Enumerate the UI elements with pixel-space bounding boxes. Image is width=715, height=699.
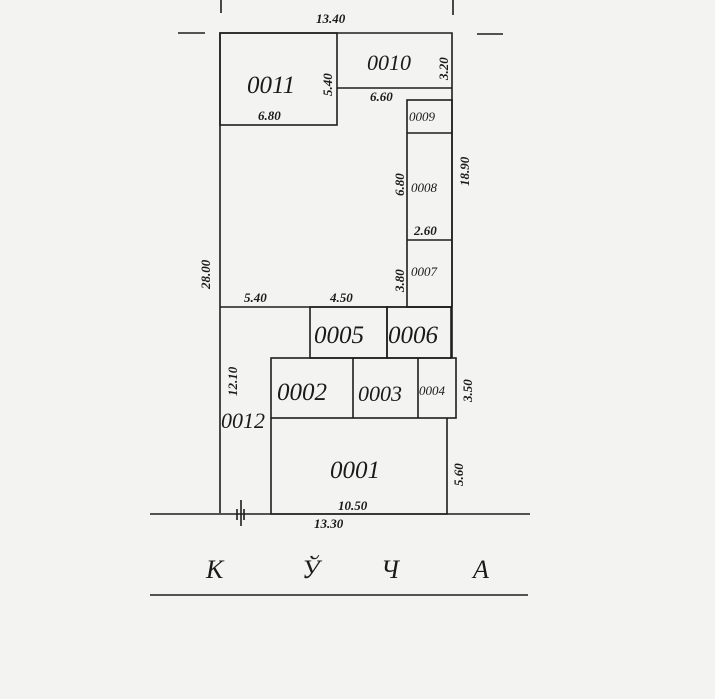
- street-letter-2: Ў: [302, 555, 323, 584]
- room-label-0012: 0012: [221, 408, 265, 433]
- entrance-marker: [236, 500, 245, 526]
- plan-walls: [150, 32, 530, 596]
- room-label-0008: 0008: [411, 180, 438, 195]
- room-label-0003: 0003: [358, 381, 402, 406]
- dim-0008-width: 2.60: [413, 223, 437, 238]
- dim-mid-left: 5.40: [244, 290, 267, 305]
- room-label-0011: 0011: [247, 72, 295, 99]
- room-label-0010: 0010: [367, 50, 411, 75]
- dim-0011-height: 5.40: [320, 73, 335, 96]
- dim-0010-height: 3.20: [436, 57, 451, 81]
- dim-mid-right: 4.50: [329, 290, 353, 305]
- dim-0011-width: 6.80: [258, 108, 281, 123]
- room-0011-outline: [219, 32, 338, 126]
- street-letter-4: А: [471, 555, 489, 584]
- dim-0008-height: 6.80: [392, 173, 407, 196]
- room-label-0009: 0009: [409, 109, 436, 124]
- street-letter-1: К: [205, 555, 225, 584]
- room-label-0007: 0007: [411, 264, 438, 279]
- dim-right-height: 18.90: [457, 156, 472, 186]
- dim-0004-height: 3.50: [460, 379, 475, 403]
- dim-top-width: 13.40: [316, 11, 346, 26]
- room-label-0001: 0001: [330, 457, 380, 484]
- street-letter-3: Ч: [381, 555, 401, 584]
- room-label-0004: 0004: [419, 383, 446, 398]
- boundary-ticks: [178, 0, 503, 35]
- room-label-0006: 0006: [388, 322, 439, 349]
- dim-left-height: 28.00: [198, 259, 213, 290]
- room-label-0002: 0002: [277, 379, 327, 406]
- dim-front-width: 13.30: [314, 516, 344, 531]
- dim-0007-height: 3.80: [392, 269, 407, 293]
- room-label-0005: 0005: [314, 322, 364, 349]
- dim-0001-width: 10.50: [338, 498, 368, 513]
- row-0002-0004: [270, 357, 457, 419]
- dim-0012-height: 12.10: [225, 366, 240, 396]
- dim-0010-width: 6.60: [370, 89, 393, 104]
- dim-0001-height: 5.60: [451, 463, 466, 486]
